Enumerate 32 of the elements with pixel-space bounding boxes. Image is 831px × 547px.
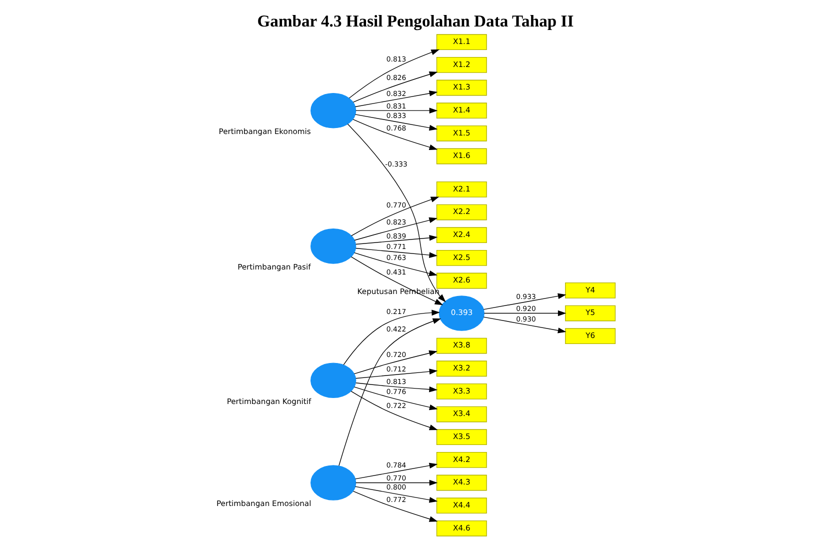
arrow bbox=[355, 368, 438, 379]
arrow bbox=[352, 118, 438, 150]
node-circle bbox=[310, 228, 356, 264]
arrow bbox=[353, 252, 437, 276]
arrow bbox=[482, 316, 566, 334]
arrow bbox=[354, 90, 438, 108]
arrow bbox=[355, 234, 438, 245]
arrow bbox=[350, 256, 443, 306]
arrow bbox=[355, 480, 438, 486]
arrow bbox=[342, 310, 440, 366]
node-circle bbox=[310, 362, 356, 398]
arrow bbox=[346, 124, 446, 302]
arrow bbox=[355, 248, 438, 258]
diagram-title: Gambar 4.3 Hasil Pengolahan Data Tahap II bbox=[256, 11, 574, 30]
arrow bbox=[482, 293, 566, 310]
arrow bbox=[354, 217, 437, 241]
arrow bbox=[353, 386, 438, 410]
arrow bbox=[350, 390, 438, 430]
arrow bbox=[354, 462, 438, 480]
arrow bbox=[354, 486, 438, 503]
node-circle bbox=[310, 92, 356, 128]
node-circle bbox=[310, 465, 356, 500]
arrow bbox=[355, 108, 438, 114]
arrow bbox=[352, 490, 438, 522]
arrow bbox=[353, 350, 437, 374]
arrow bbox=[483, 310, 566, 316]
arrow bbox=[354, 114, 438, 131]
arrow bbox=[354, 382, 438, 392]
arrow bbox=[350, 196, 439, 236]
arrow bbox=[352, 72, 438, 102]
arrow bbox=[348, 49, 440, 98]
arrow bbox=[338, 318, 441, 466]
